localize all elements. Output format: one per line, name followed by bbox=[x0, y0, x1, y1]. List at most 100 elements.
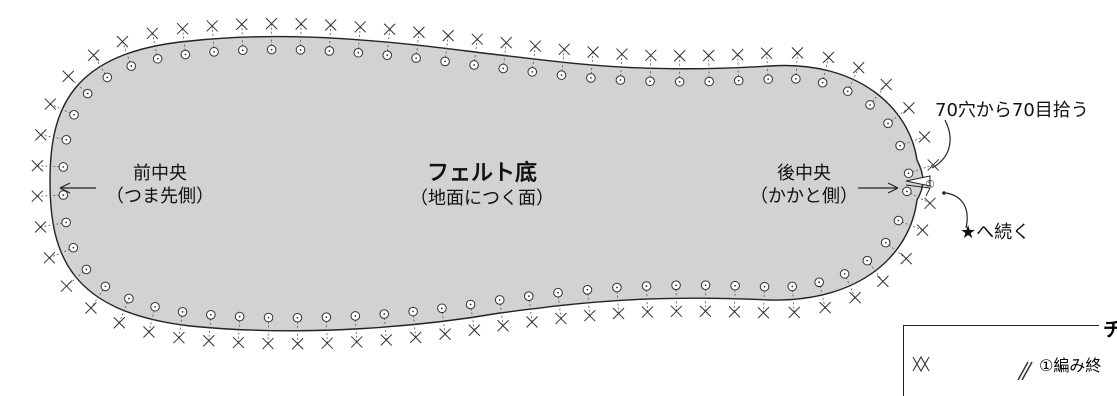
x-stitch bbox=[530, 41, 541, 52]
x-stitch bbox=[410, 332, 421, 343]
x-stitch bbox=[45, 99, 56, 110]
x-stitch bbox=[919, 131, 930, 142]
x-stitch bbox=[85, 302, 96, 313]
x-stitch bbox=[35, 222, 46, 233]
hole-dot bbox=[65, 139, 67, 141]
back-center-label: 後中央 （かかと側） bbox=[738, 163, 870, 208]
x-stitch bbox=[823, 52, 834, 63]
x-stitch bbox=[881, 79, 892, 90]
x-stitch bbox=[88, 50, 99, 61]
hole-dot bbox=[73, 114, 75, 116]
x-stitch bbox=[233, 337, 244, 348]
hole-dot bbox=[329, 50, 331, 52]
x-stitch bbox=[35, 129, 46, 140]
x-stitch bbox=[588, 47, 599, 58]
x-stitch bbox=[527, 317, 538, 328]
pickup-pointer bbox=[932, 120, 950, 168]
pickup-note: 70穴から70目拾う bbox=[935, 100, 1089, 123]
hole-dot bbox=[767, 78, 769, 80]
hole-dot bbox=[473, 64, 475, 66]
x-stitch bbox=[443, 30, 454, 41]
x-stitch bbox=[792, 47, 803, 58]
hole-dot bbox=[441, 307, 443, 309]
x-stitch bbox=[61, 281, 72, 292]
front-center-label: 前中央 （つま先側） bbox=[90, 163, 230, 208]
x-stitch bbox=[732, 49, 743, 60]
x-stitch bbox=[44, 252, 55, 263]
hole-dot bbox=[590, 77, 592, 79]
x-stitch bbox=[177, 23, 188, 34]
hole-dot bbox=[154, 306, 156, 308]
x-stitch bbox=[32, 191, 43, 202]
x-stitch bbox=[761, 48, 772, 59]
hole-dot bbox=[587, 289, 589, 291]
x-stitch bbox=[381, 334, 392, 345]
x-stitch bbox=[613, 308, 624, 319]
hole-dot bbox=[357, 52, 359, 54]
hole-dot bbox=[897, 220, 899, 222]
x-stitch bbox=[917, 225, 928, 236]
x-stitch bbox=[263, 338, 274, 349]
hole-dot bbox=[62, 166, 64, 168]
hole-dot bbox=[869, 104, 871, 106]
hole-dot bbox=[242, 49, 244, 51]
x-stitch bbox=[236, 19, 247, 30]
x-stitch bbox=[877, 276, 888, 287]
x-stitch bbox=[850, 292, 861, 303]
hole-dot bbox=[899, 145, 901, 147]
hole-dot bbox=[675, 284, 677, 286]
x-stitch bbox=[384, 24, 395, 35]
hole-dot bbox=[705, 284, 707, 286]
hole-dot bbox=[182, 311, 184, 313]
hole-dot bbox=[444, 61, 446, 63]
hole-dot bbox=[386, 54, 388, 56]
legend-item: ①編み終 bbox=[1039, 352, 1101, 376]
hole-dot bbox=[184, 54, 186, 56]
x-stitch bbox=[32, 160, 43, 171]
x-stitch bbox=[207, 20, 218, 31]
hole-dot bbox=[818, 281, 820, 283]
hole-dot bbox=[300, 49, 302, 51]
x-stitch bbox=[413, 27, 424, 38]
x-stitch bbox=[296, 18, 307, 29]
hole-dot bbox=[866, 260, 868, 262]
x-stitch bbox=[117, 36, 128, 47]
back-line2: （かかと側） bbox=[738, 186, 870, 209]
x-stitch bbox=[355, 21, 366, 32]
hole-dot bbox=[885, 242, 887, 244]
x-stitch bbox=[472, 34, 483, 45]
hole-dot bbox=[502, 68, 504, 70]
hole-dot bbox=[822, 82, 824, 84]
hole-dot bbox=[844, 273, 846, 275]
hole-dot bbox=[646, 285, 648, 287]
hole-dot bbox=[130, 65, 132, 67]
x-stitch bbox=[584, 310, 595, 321]
hole-dot bbox=[87, 93, 89, 95]
x-stitch bbox=[266, 18, 277, 29]
x-stitch bbox=[173, 332, 184, 343]
x-stitch bbox=[292, 338, 303, 349]
back-line1: 後中央 bbox=[738, 163, 870, 186]
hole-dot bbox=[72, 247, 74, 249]
front-line1: 前中央 bbox=[90, 163, 230, 186]
hole-dot bbox=[847, 90, 849, 92]
hole-dot bbox=[531, 71, 533, 73]
x-stitch bbox=[351, 336, 362, 347]
hole-dot bbox=[326, 316, 328, 318]
x-stitch bbox=[789, 307, 800, 318]
x-stitch bbox=[440, 329, 451, 340]
x-stitch bbox=[555, 313, 566, 324]
hole-dot bbox=[738, 80, 740, 82]
hole-dot bbox=[649, 80, 651, 82]
x-stitch bbox=[501, 37, 512, 48]
start-mark: ① bbox=[925, 178, 935, 192]
hole-dot bbox=[128, 298, 130, 300]
x-stitch bbox=[325, 19, 336, 30]
x-stitch bbox=[700, 306, 711, 317]
hole-dot bbox=[268, 317, 270, 319]
hole-dot bbox=[105, 285, 107, 287]
hole-dot bbox=[412, 311, 414, 313]
hole-dot bbox=[557, 292, 559, 294]
hole-dot bbox=[106, 77, 108, 79]
hole-dot bbox=[561, 74, 563, 76]
